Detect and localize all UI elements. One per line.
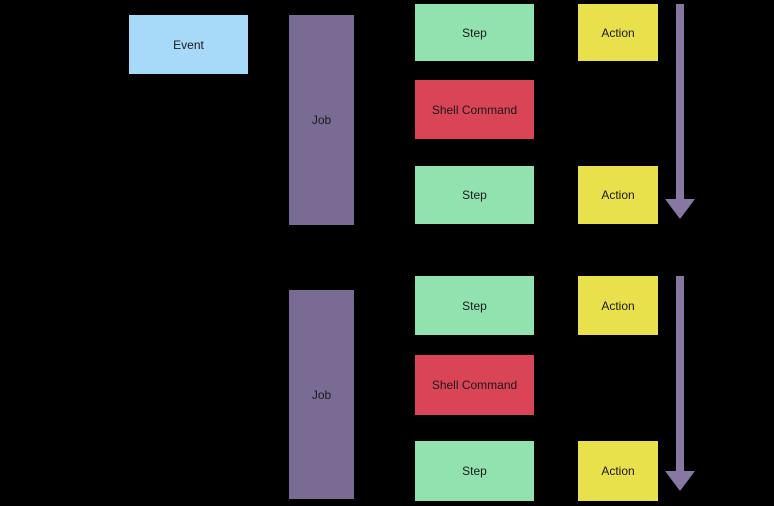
action-node-3: Action (578, 276, 658, 335)
action-node-1: Action (578, 4, 658, 61)
job-node-2: Job (289, 290, 354, 499)
step-node-2: Step (415, 166, 534, 224)
step-node-1: Step (415, 4, 534, 61)
event-node: Event (129, 15, 248, 74)
arrow-shaft-icon (676, 4, 684, 200)
flow-arrow-down-1 (665, 4, 695, 220)
shell-command-node-2: Shell Command (415, 355, 534, 415)
action-node-4: Action (578, 441, 658, 501)
step-node-3: Step (415, 276, 534, 335)
step-node-4: Step (415, 441, 534, 501)
arrow-head-icon (665, 199, 695, 219)
flow-arrow-down-2 (665, 276, 695, 492)
shell-command-node-1: Shell Command (415, 80, 534, 139)
arrow-shaft-icon (676, 276, 684, 472)
action-node-2: Action (578, 166, 658, 224)
job-node-1: Job (289, 15, 354, 225)
arrow-head-icon (665, 471, 695, 491)
